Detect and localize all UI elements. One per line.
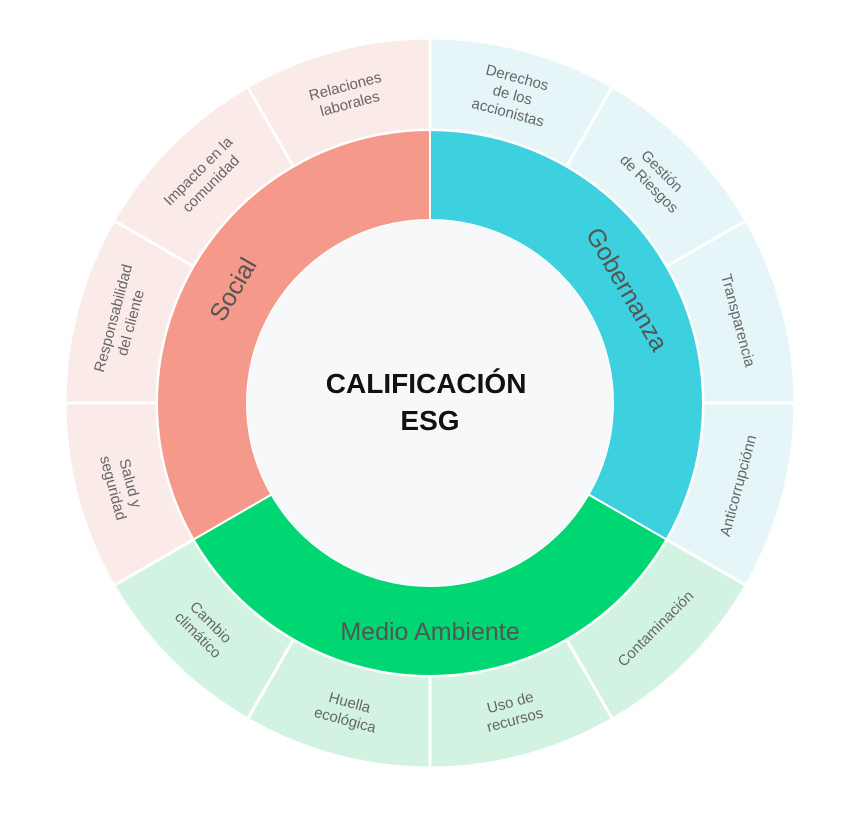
pillar-label-medio-ambiente: Medio Ambiente bbox=[340, 618, 519, 646]
center-title-line-1: CALIFICACIÓN bbox=[326, 368, 527, 399]
center-title-line-2: ESG bbox=[400, 405, 459, 436]
center-disc bbox=[247, 220, 613, 586]
center-title: CALIFICACIÓN ESG bbox=[326, 368, 534, 436]
outer-ring bbox=[63, 36, 797, 770]
